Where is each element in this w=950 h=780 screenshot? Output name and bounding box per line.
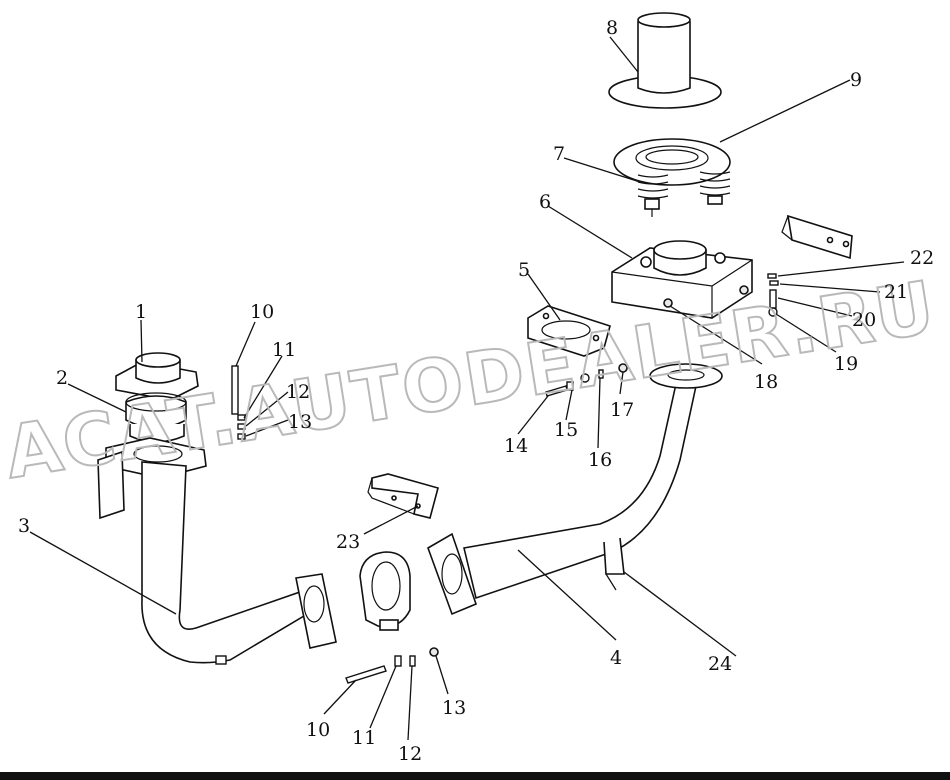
part-4-pipe xyxy=(427,363,723,616)
callout-6: 6 xyxy=(539,191,551,213)
callout-11-upper: 11 xyxy=(272,339,296,361)
callout-14: 14 xyxy=(504,435,528,457)
middle-clamp xyxy=(359,551,411,631)
callout-21: 21 xyxy=(884,281,908,303)
callout-1: 1 xyxy=(135,301,147,323)
part-23-bracket xyxy=(367,473,439,519)
hardware-10-13-upper xyxy=(231,365,246,440)
leader-lines xyxy=(29,36,905,741)
callout-13-upper: 13 xyxy=(288,411,312,433)
callout-11-lower: 11 xyxy=(352,727,376,749)
callout-4: 4 xyxy=(610,647,622,669)
part-22-bracket xyxy=(781,214,853,260)
callout-19: 19 xyxy=(834,353,858,375)
callout-20: 20 xyxy=(852,309,876,331)
part-7-springs xyxy=(637,171,731,217)
hardware-19-22 xyxy=(767,273,779,317)
part-9-flange xyxy=(613,138,731,186)
callout-10-lower: 10 xyxy=(306,719,330,741)
callout-15: 15 xyxy=(554,419,578,441)
part-1-flange xyxy=(115,352,199,401)
callout-24: 24 xyxy=(708,653,732,675)
hardware-14-17 xyxy=(545,363,628,397)
callout-9: 9 xyxy=(850,69,862,91)
callout-8: 8 xyxy=(606,17,618,39)
callout-12-upper: 12 xyxy=(286,381,310,403)
callout-18: 18 xyxy=(754,371,778,393)
callout-16: 16 xyxy=(588,449,612,471)
hardware-10-13-lower xyxy=(345,647,439,684)
callout-10-upper: 10 xyxy=(250,301,274,323)
callout-5: 5 xyxy=(518,259,530,281)
part-2-clamp xyxy=(125,392,187,443)
callout-12-lower: 12 xyxy=(398,743,422,765)
bottom-border xyxy=(0,772,950,780)
callout-labels: 8 9 7 6 5 1 2 3 10 11 12 13 14 15 16 17 … xyxy=(18,17,934,765)
callout-17: 17 xyxy=(610,399,634,421)
callout-23: 23 xyxy=(336,531,360,553)
callout-3: 3 xyxy=(18,515,30,537)
callout-13-lower: 13 xyxy=(442,697,466,719)
part-6-valve-housing xyxy=(611,240,753,319)
part-8-cap xyxy=(608,12,722,109)
callout-7: 7 xyxy=(553,143,565,165)
callout-2: 2 xyxy=(56,367,68,389)
part-5-gasket xyxy=(527,305,611,357)
part-3-pipe xyxy=(97,437,337,665)
callout-22: 22 xyxy=(910,247,934,269)
